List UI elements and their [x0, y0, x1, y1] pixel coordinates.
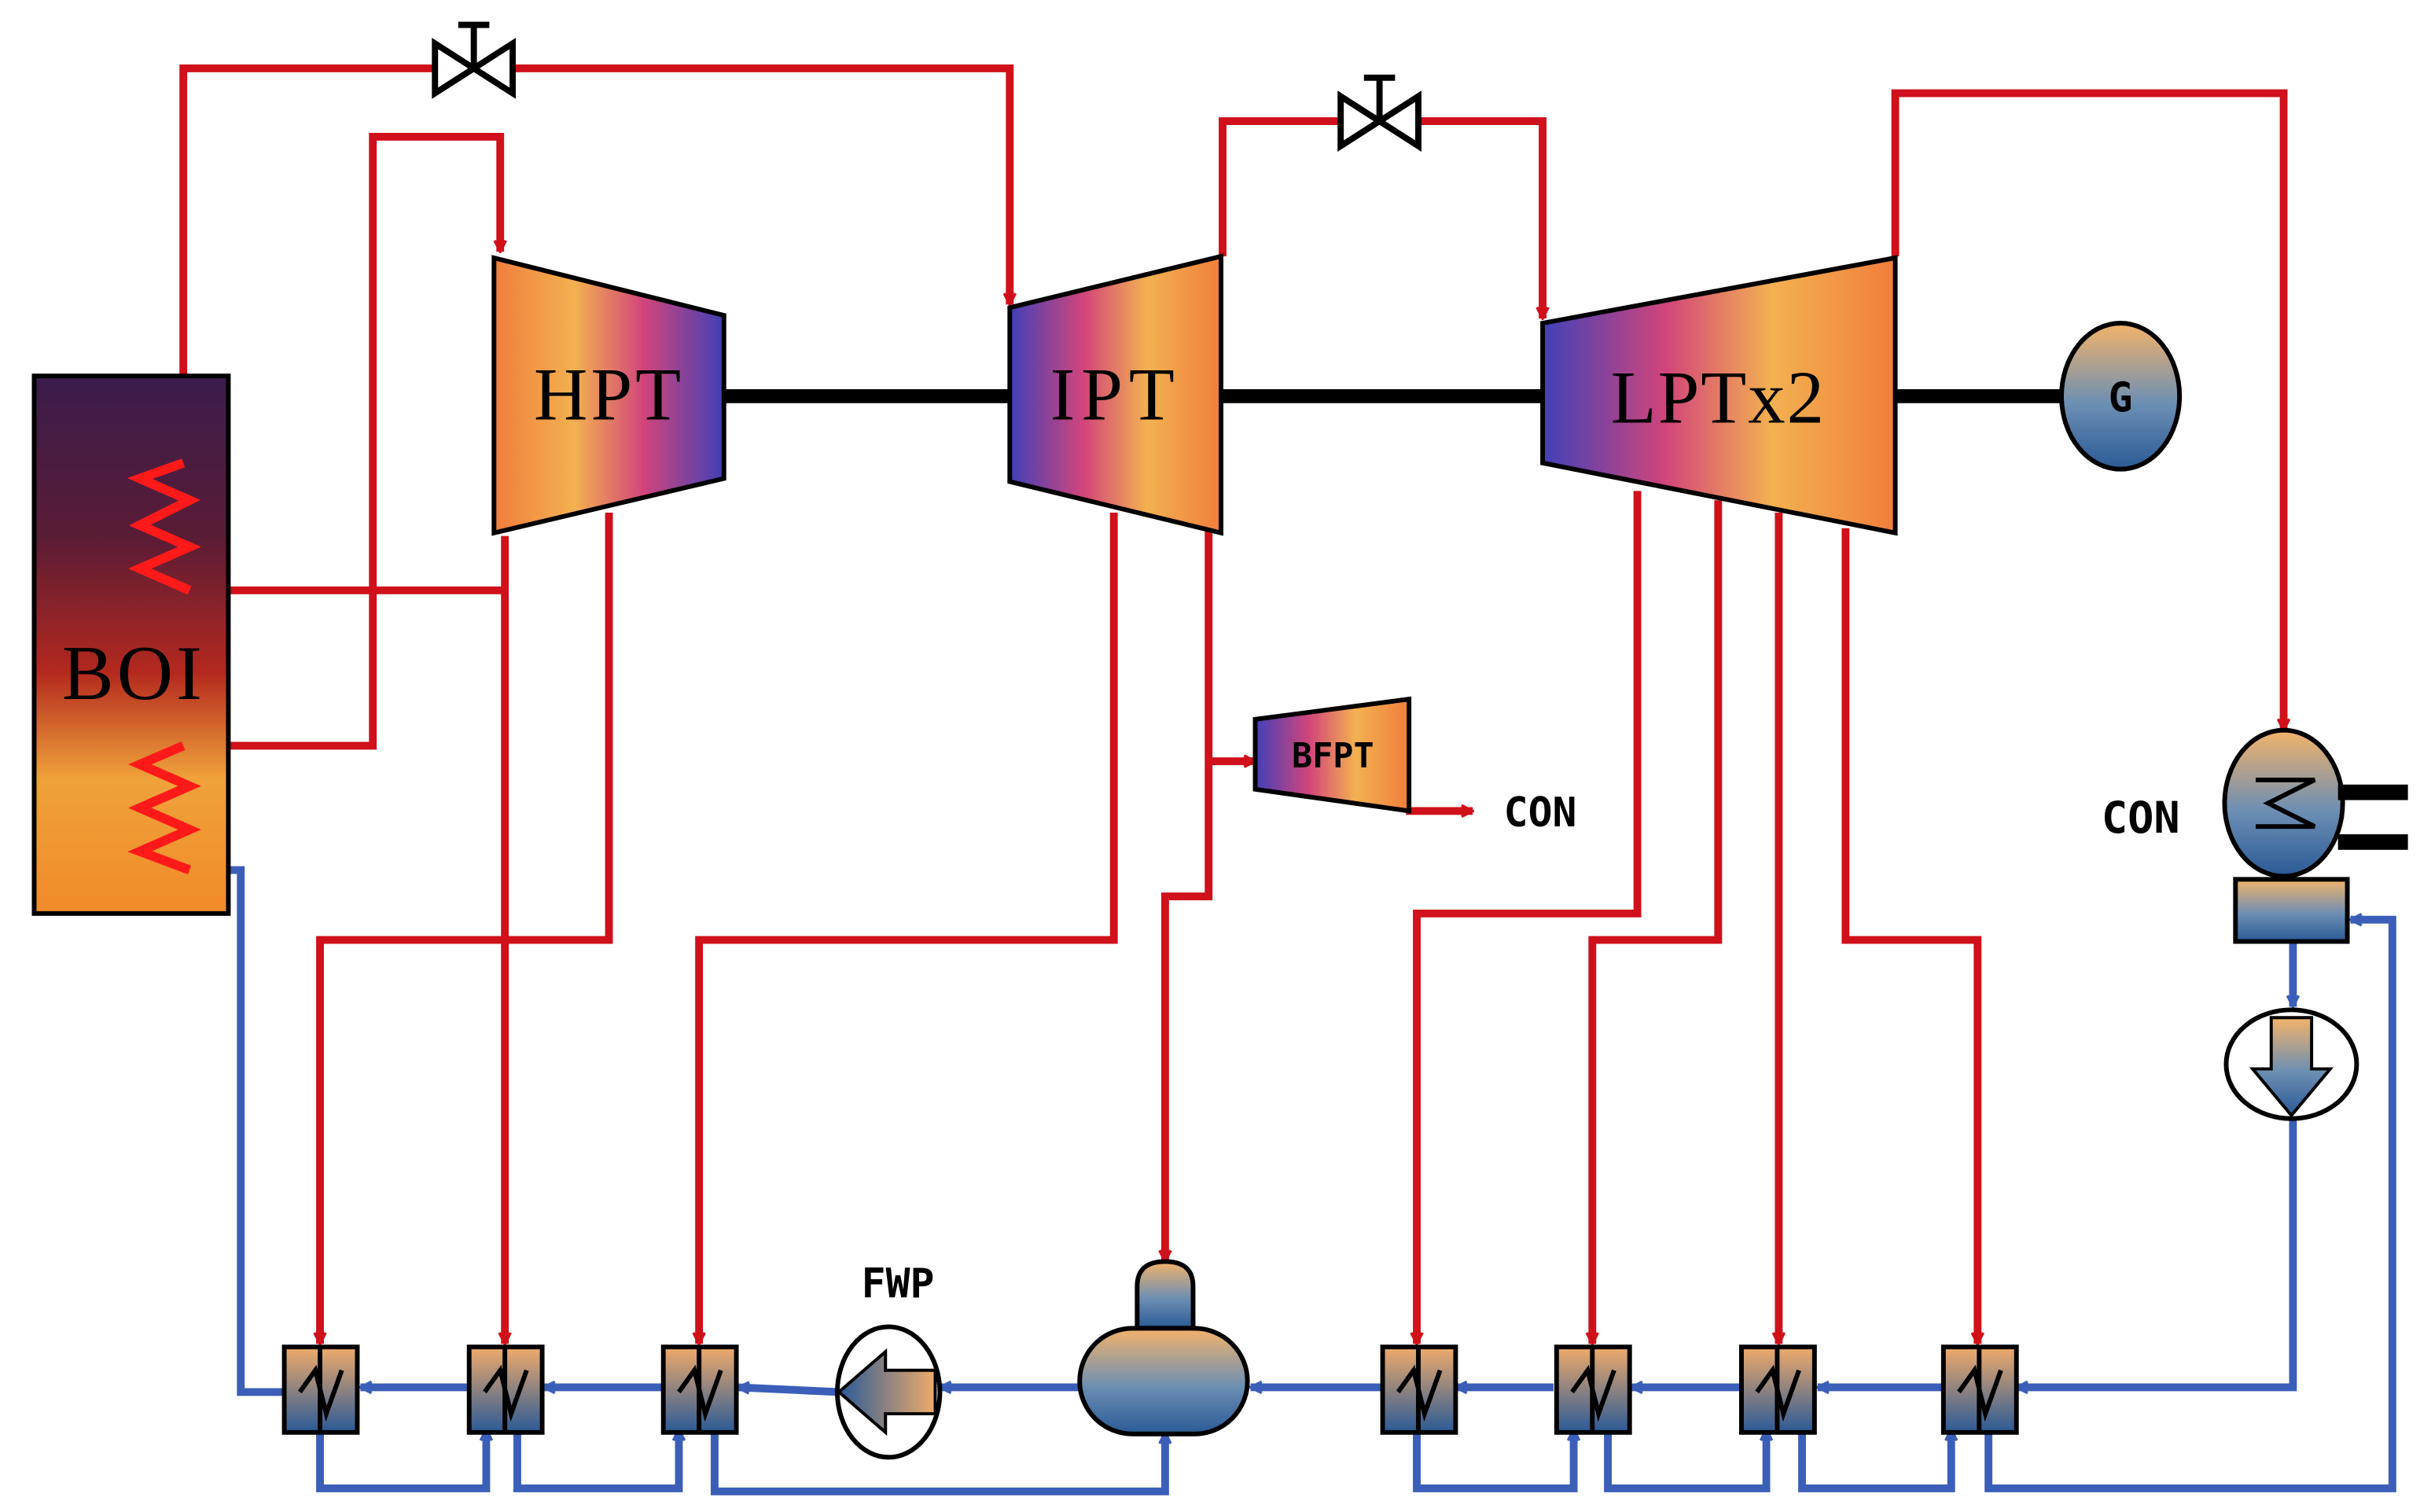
generator: G [2059, 321, 2183, 472]
heater-hp3 [660, 1345, 739, 1435]
boiler: BOI [31, 373, 231, 916]
boiler-label: BOI [62, 631, 205, 716]
water-lines [202, 870, 2396, 1495]
condensate-pump-icon [2223, 1007, 2359, 1121]
deaerator [1077, 1259, 1250, 1437]
valve-crossover-icon [1337, 74, 1421, 152]
steam-lines [179, 64, 2283, 1344]
hp-turbine-label: HPT [534, 352, 684, 436]
feedwater-pump-label: FWP [862, 1260, 935, 1308]
lp-turbine: LPTx2 [1540, 255, 1898, 536]
superheater-coil-icon [127, 458, 201, 595]
bfpt-exhaust-label: CON [1504, 789, 1577, 837]
ip-turbine: IPT [1007, 253, 1224, 536]
ip-turbine-label: IPT [1050, 352, 1181, 436]
lp-turbine-label: LPTx2 [1611, 355, 1826, 439]
heater-lp3 [1739, 1345, 1817, 1435]
feedwater-pump: FWP [835, 1260, 943, 1460]
feed-pump-turbine: BFPT [1252, 696, 1412, 814]
feed-pump-turbine-label: BFPT [1292, 737, 1374, 776]
condenser-label: CON [2102, 793, 2180, 844]
hp-turbine: HPT [491, 255, 726, 536]
heater-lp4 [1940, 1345, 2019, 1435]
heater-lp2 [1554, 1345, 1632, 1435]
heater-hp2 [466, 1345, 545, 1435]
heater-lp1 [1380, 1345, 1458, 1435]
generator-label: G [2109, 375, 2133, 422]
condenser: CON [2102, 727, 2408, 944]
reheater-coil-icon [127, 741, 201, 875]
condenser-coil-icon [2256, 777, 2316, 830]
valve-main-icon [432, 21, 516, 99]
heater-hp1 [281, 1345, 360, 1435]
